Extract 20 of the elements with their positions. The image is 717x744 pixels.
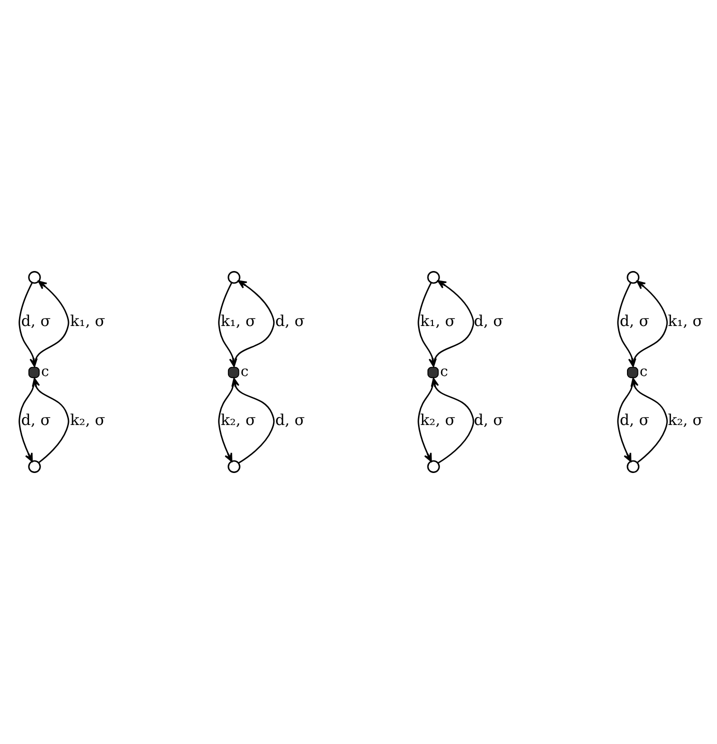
edge-label: k₂, σ	[668, 410, 703, 429]
edge-label: k₂, σ	[70, 410, 106, 429]
edge-label: k₂, σ	[420, 410, 456, 429]
node-label: c	[41, 364, 49, 380]
edge-label: d, σ	[620, 410, 650, 429]
node-label: c	[440, 364, 448, 380]
edge-label: d, σ	[275, 410, 305, 429]
edge-label: k₁, σ	[668, 312, 703, 330]
edge-label: d, σ	[21, 312, 51, 330]
edge-label: k₁, σ	[420, 312, 456, 330]
edge-label: d, σ	[474, 312, 504, 330]
edge-label: d, σ	[21, 410, 51, 429]
edge-label: d, σ	[620, 312, 650, 330]
edge-label: k₂, σ	[220, 410, 256, 429]
node-label: c	[640, 364, 648, 380]
edge-label: k₁, σ	[70, 312, 106, 330]
edge-label: d, σ	[275, 312, 305, 330]
edge-label: k₁, σ	[220, 312, 256, 330]
edge-label: d, σ	[474, 410, 504, 429]
node-label: c	[240, 364, 249, 380]
